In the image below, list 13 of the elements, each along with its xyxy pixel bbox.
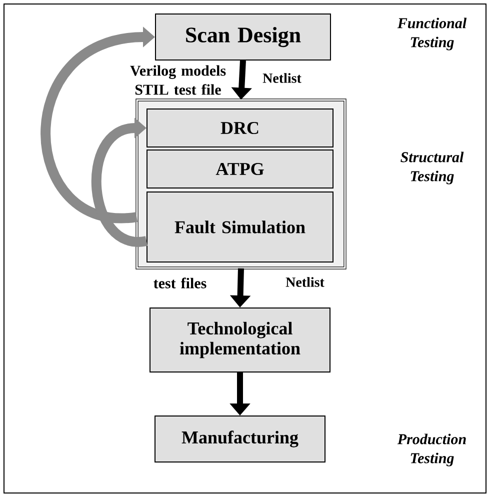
data-label: Verilog models STIL test file xyxy=(130,65,226,95)
process-box: Technological implementation xyxy=(150,308,330,372)
stage-label: Structural Testing xyxy=(400,152,464,184)
process-box: ATPG xyxy=(146,150,334,188)
process-box: Scan Design xyxy=(155,14,331,60)
stage-label: Functional Testing xyxy=(397,18,467,50)
process-box: DRC xyxy=(146,108,334,148)
edge-label: Netlist xyxy=(284,276,326,288)
edge-label: Netlist xyxy=(262,72,302,84)
data-label: test files xyxy=(154,278,206,288)
process-box: Manufacturing xyxy=(154,416,326,462)
stage-label: Production Testing xyxy=(397,434,466,466)
process-box: Fault Simulation xyxy=(146,192,334,262)
